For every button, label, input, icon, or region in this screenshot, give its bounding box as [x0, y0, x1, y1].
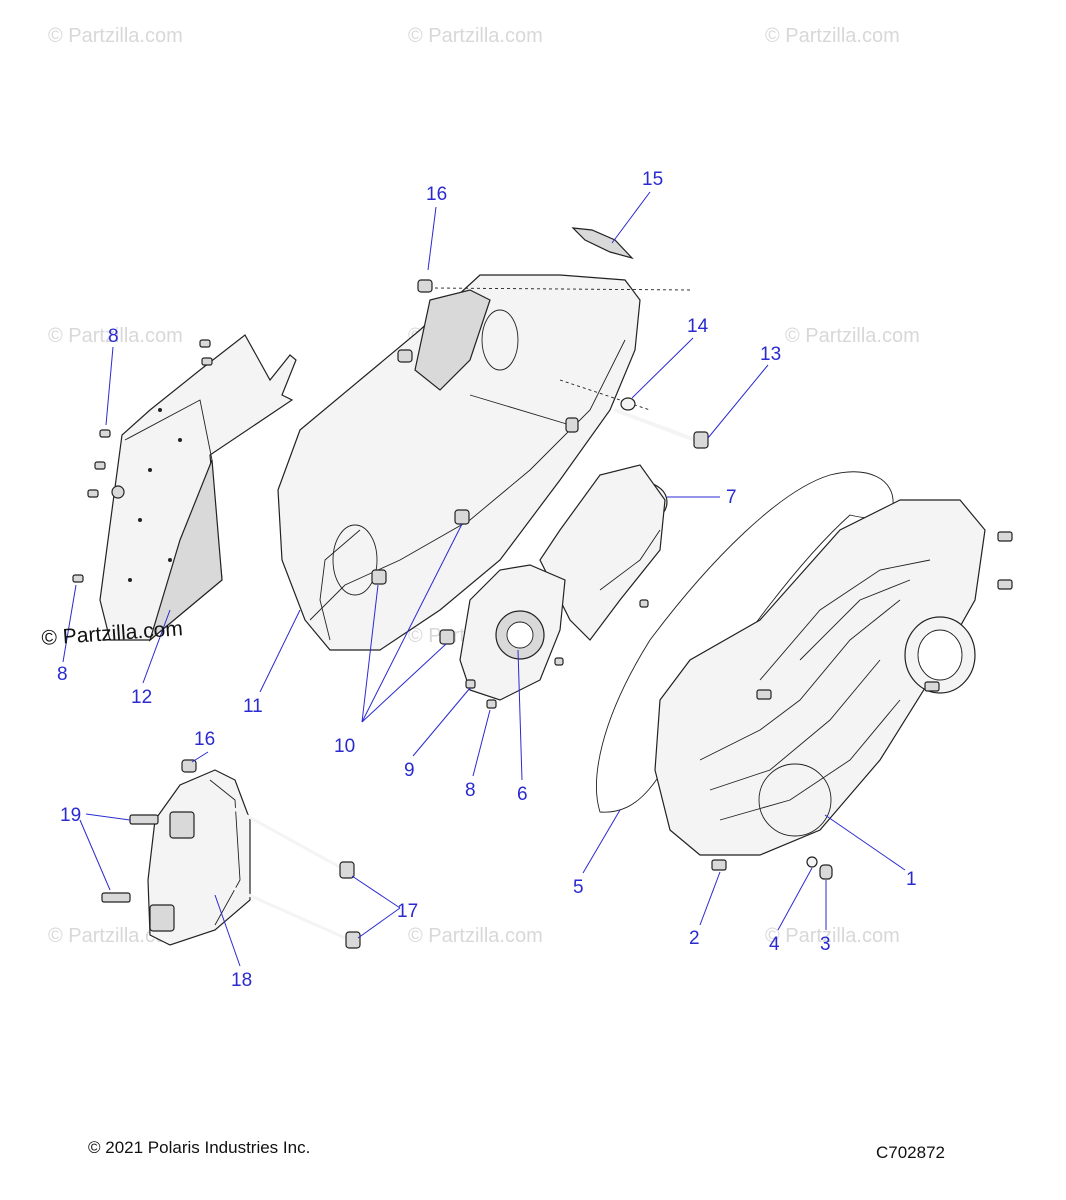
bushing [397, 349, 413, 363]
watermark-main: © Partzilla.com [41, 617, 184, 650]
callout-10: 10 [334, 736, 355, 757]
callout-9: 9 [404, 760, 415, 781]
watermark: © Partzilla.com [48, 925, 183, 947]
callout-11: 11 [243, 696, 263, 717]
callout-4: 4 [769, 934, 780, 955]
callout-8-top: 8 [108, 326, 119, 347]
watermark: © Partzilla.com [48, 325, 183, 347]
air-duct-shroud [459, 464, 666, 709]
diagram-code: C702872 [876, 1143, 946, 1162]
callout-19: 19 [60, 805, 81, 826]
trim-clip [571, 227, 634, 260]
mount-bracket [101, 759, 361, 949]
watermark: © Partzilla.com [408, 925, 543, 947]
callout-18: 18 [231, 970, 252, 991]
inner-clutch-cover [277, 274, 641, 651]
watermark: © Partzilla.com [48, 25, 183, 47]
callout-1: 1 [906, 869, 917, 890]
leader-lines [62, 191, 906, 967]
callout-6: 6 [517, 784, 528, 805]
callout-14: 14 [687, 316, 709, 337]
bushing [417, 279, 433, 293]
callouts: 1 2 3 4 5 6 7 8 8 8 9 10 11 12 13 14 15 … [57, 169, 917, 991]
watermark: © Partzilla.com [408, 25, 543, 47]
heat-shield-plate [99, 334, 297, 642]
callout-8-left: 8 [57, 664, 68, 685]
screw-group-left [72, 339, 213, 583]
callout-2: 2 [689, 928, 700, 949]
bolt-group-10 [371, 394, 579, 645]
watermark: © Partzilla.com [765, 25, 900, 47]
watermark: © Partzilla.com [785, 325, 920, 347]
copyright-notice: © 2021 Polaris Industries Inc. [88, 1138, 311, 1157]
outer-clutch-cover [654, 499, 986, 856]
washer [620, 397, 636, 411]
long-bolt [614, 408, 709, 449]
callout-16-bottom: 16 [194, 729, 215, 750]
callout-5: 5 [573, 877, 584, 898]
callout-3: 3 [820, 934, 831, 955]
callout-16-top: 16 [426, 184, 447, 205]
callout-17: 17 [397, 901, 418, 922]
callout-8-center: 8 [465, 780, 476, 801]
callout-15: 15 [642, 169, 663, 190]
alignment-line [434, 287, 691, 291]
callout-13: 13 [760, 344, 781, 365]
cover-screw-group [711, 531, 1013, 880]
callout-12: 12 [131, 687, 152, 708]
callout-7: 7 [726, 487, 737, 508]
watermark: © Partzilla.com [765, 925, 900, 947]
